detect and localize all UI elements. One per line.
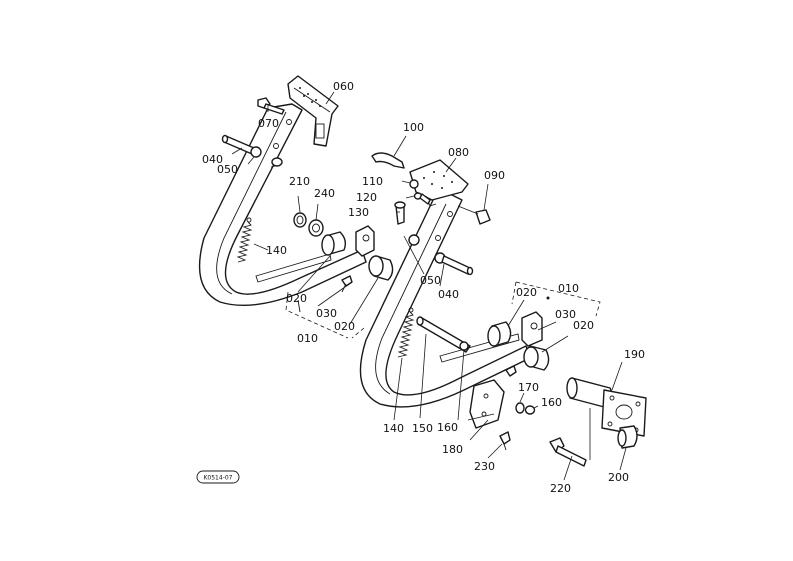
bolt-220: [549, 437, 587, 467]
callout-040-left: 040: [202, 153, 223, 166]
reference-code: K0514-07: [203, 475, 232, 482]
callout-030-left: 030: [316, 307, 337, 320]
left-pedal-arm: [198, 103, 367, 306]
left-pedal-pad: [287, 75, 339, 147]
bracket-left: [355, 225, 375, 257]
callout-120: 120: [356, 191, 377, 204]
callout-160-left: 160: [437, 421, 458, 434]
callout-labels: 060 070 040 050 210 240 140 020 030 010 …: [202, 80, 645, 495]
callout-230: 230: [474, 460, 495, 473]
callout-100: 100: [403, 121, 424, 134]
callout-020-c: 020: [516, 286, 537, 299]
callout-190: 190: [624, 348, 645, 361]
callout-180: 180: [442, 443, 463, 456]
callout-070: 070: [258, 117, 279, 130]
callout-050-left: 050: [217, 163, 238, 176]
callout-010-right: 010: [558, 282, 579, 295]
circlip-210: [293, 212, 307, 228]
callout-140-left: 140: [266, 244, 287, 257]
callout-200: 200: [608, 471, 629, 484]
callout-020-a: 020: [286, 292, 307, 305]
callout-140-right: 140: [383, 422, 404, 435]
bushing-020-right: [487, 321, 550, 371]
pin-040-right: [441, 255, 474, 276]
callout-150: 150: [412, 422, 433, 435]
nut-160: [459, 341, 536, 415]
callout-090: 090: [484, 169, 505, 182]
bolt-130: [394, 201, 406, 225]
bolt-030-left: [341, 275, 353, 293]
callout-040-right: 040: [438, 288, 459, 301]
bracket-right: [521, 311, 543, 347]
callout-060: 060: [333, 80, 354, 93]
callout-020-b: 020: [334, 320, 355, 333]
callout-010-left: 010: [297, 332, 318, 345]
bushing-020-left: [321, 231, 394, 281]
bolt-070: [257, 97, 285, 115]
spring-140-left: [236, 217, 253, 263]
callout-130: 130: [348, 206, 369, 219]
bolt-230: [499, 431, 511, 451]
link-100: [371, 152, 405, 169]
bushing-200: [617, 425, 638, 449]
callout-020-d: 020: [573, 319, 594, 332]
callout-240: 240: [314, 187, 335, 200]
leader-lines: [231, 91, 627, 481]
callout-030-right: 030: [555, 308, 576, 321]
callout-220: 220: [550, 482, 571, 495]
washer-120: [413, 192, 431, 205]
callout-110: 110: [362, 175, 383, 188]
washer-240: [308, 219, 324, 237]
reference-code-badge: K0514-07: [196, 470, 240, 484]
callout-210: 210: [289, 175, 310, 188]
callout-050-right: 050: [420, 274, 441, 287]
callout-170: 170: [518, 381, 539, 394]
shaft-150: [416, 316, 471, 353]
spring-140-right: [397, 307, 415, 358]
washer-170: [515, 402, 525, 414]
callout-080: 080: [448, 146, 469, 159]
flange-190: [566, 377, 647, 437]
nut-110: [409, 179, 419, 189]
nut-050-left: [250, 146, 283, 167]
bolt-030-right: [505, 365, 517, 377]
callout-160-right: 160: [541, 396, 562, 409]
bolt-090: [457, 205, 491, 225]
